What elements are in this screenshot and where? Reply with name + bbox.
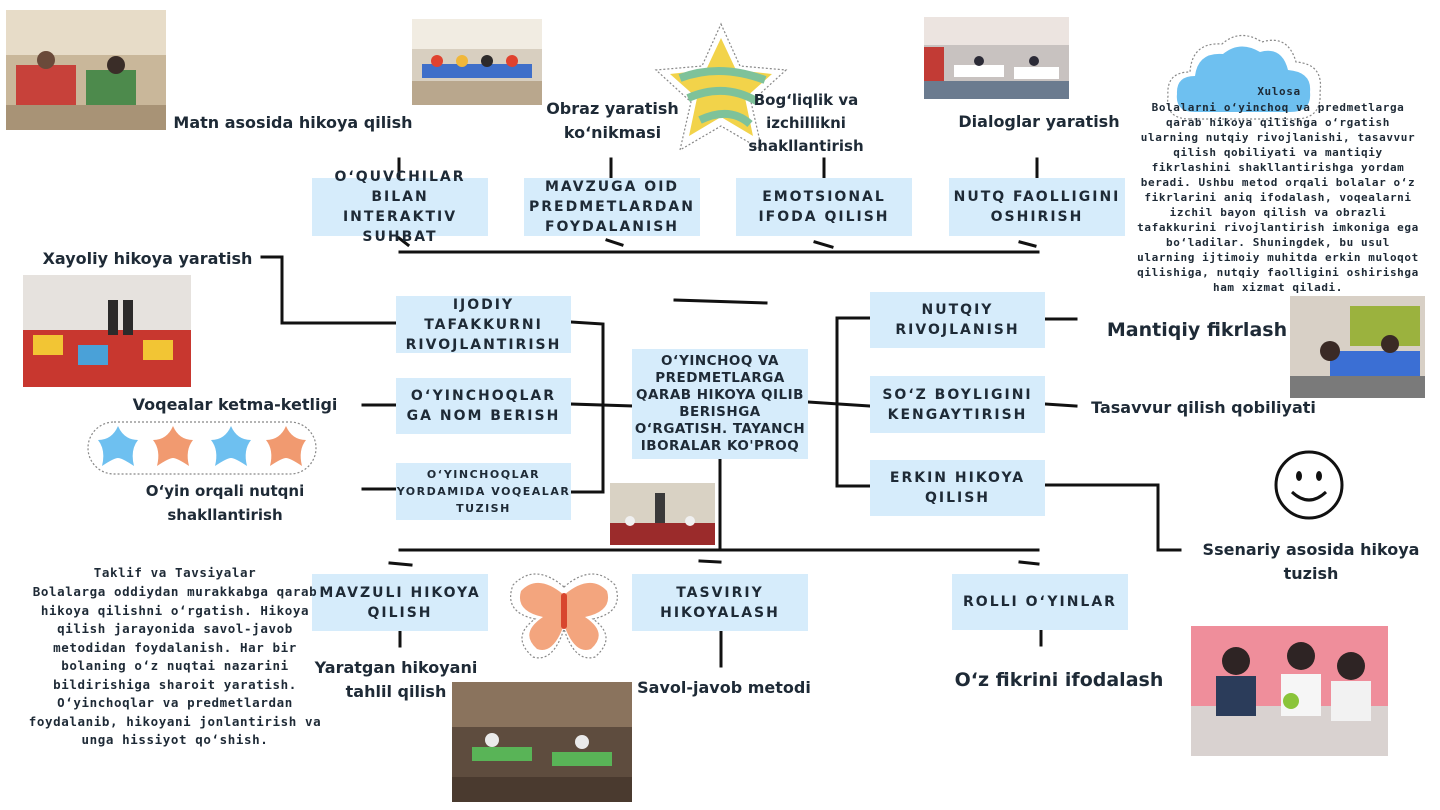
classroom-photo: [23, 275, 191, 387]
topic-label: Savol-javob metodi: [637, 678, 811, 697]
classroom-photo: [6, 10, 166, 130]
topic-box: SO‘Z BOYLIGINI KENGAYTIRISH: [870, 376, 1045, 433]
topic-label: Bog‘liqlik va izchillikni shakllantirish: [748, 91, 864, 155]
conclusion-text: Bolalarni o‘yinchoq va predmetlarga qara…: [1137, 101, 1419, 294]
stars-sticker: [86, 418, 318, 478]
recommendations-title: Taklif va Tavsiyalar: [93, 565, 257, 580]
conclusion-title: Xulosa: [1257, 85, 1301, 98]
topic-box: O‘YINCHOQLAR GA NOM BERISH: [396, 378, 571, 434]
topic-label: Xayoliy hikoya yaratish: [42, 249, 253, 268]
topic-box: O‘QUVCHILAR BILAN INTERAKTIV SUHBAT: [312, 169, 488, 245]
topic-label: Matn asosida hikoya qilish: [173, 113, 413, 132]
classroom-photo: [610, 483, 715, 545]
classroom-photo: [1290, 296, 1425, 398]
topic-label: Obraz yaratish ko‘nikmasi: [546, 99, 679, 142]
butterfly-sticker: [505, 567, 623, 663]
topic-box: O‘YINCHOQLAR YORDAMIDA VOQEALAR TUZISH: [396, 463, 571, 520]
classroom-photo: [1191, 626, 1388, 756]
topic-label: Yaratgan hikoyani tahlil qilish: [314, 658, 478, 701]
topic-box: TASVIRIY HIKOYALASH: [632, 574, 808, 631]
topic-box: NUTQIY RIVOJLANISH: [870, 292, 1045, 348]
classroom-photo: [452, 682, 632, 802]
classroom-photo: [924, 17, 1069, 99]
star-sticker: [650, 18, 792, 160]
recommendations-text: Bolalarga oddiydan murakkabga qarab hiko…: [28, 584, 322, 747]
classroom-photo: [412, 19, 542, 105]
topic-box: MAVZUGA OID PREDMETLARDAN FOYDALANISH: [524, 178, 700, 236]
cloud-sticker: [1160, 24, 1330, 134]
topic-box: ERKIN HIKOYA QILISH: [870, 460, 1045, 516]
smiley-face-icon: [1272, 448, 1346, 522]
topic-box: MAVZULI HIKOYA QILISH: [312, 574, 488, 631]
topic-label: O‘z fikrini ifodalash: [954, 669, 1164, 691]
topic-box: EMOTSIONAL IFODA QILISH: [736, 178, 912, 236]
topic-label: O‘yin orqali nutqni shakllantirish: [145, 482, 305, 524]
topic-box: ROLLI O‘YINLAR: [952, 574, 1128, 630]
topic-label: Mantiqiy fikrlash: [1106, 319, 1288, 341]
topic-label: Dialoglar yaratish: [958, 112, 1120, 131]
central-topic: O‘YINCHOQ VA PREDMETLARGA QARAB HIKOYA Q…: [632, 349, 808, 459]
topic-label: Voqealar ketma-ketligi: [132, 395, 338, 414]
topic-box: IJODIY TAFAKKURNI RIVOJLANTIRISH: [396, 296, 571, 353]
topic-label: Ssenariy asosida hikoya tuzish: [1202, 540, 1420, 583]
topic-label: Tasavvur qilish qobiliyati: [1091, 398, 1316, 417]
topic-box: NUTQ FAOLLIGINI OSHIRISH: [949, 178, 1125, 236]
